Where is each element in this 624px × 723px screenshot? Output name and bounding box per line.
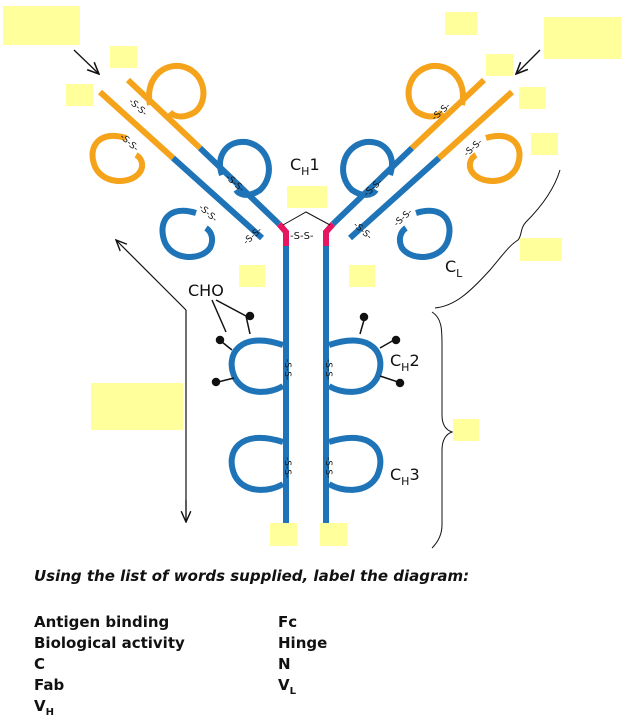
heavy-chain-left	[125, 77, 289, 524]
ch1-label: CH1	[290, 155, 320, 178]
fab-brace	[434, 169, 561, 309]
arrow-antigen-site-right	[516, 49, 541, 74]
fc-brace	[431, 311, 454, 549]
ch2-label: CH2	[390, 351, 420, 374]
heavy-chain-left-upper	[197, 145, 282, 227]
disulfide-ch2-left: -S-S-	[282, 359, 292, 380]
hinge-pointer-lines	[282, 211, 331, 226]
cl-loop-right	[396, 207, 453, 261]
word-c: C	[34, 655, 46, 673]
answer-box-15[interactable]	[270, 523, 297, 546]
answer-box-2[interactable]	[110, 46, 137, 68]
answer-box-12[interactable]	[520, 238, 562, 261]
answer-box-11[interactable]	[349, 265, 375, 287]
answer-box-5[interactable]	[544, 17, 621, 59]
vh-right	[409, 77, 487, 151]
ch2-loop-right	[327, 337, 384, 395]
hinge-left	[276, 222, 289, 246]
ch3-loop-right	[327, 434, 384, 493]
function-arrow-top	[116, 240, 187, 311]
disulfide-ch3-right: -S-S-	[323, 457, 333, 478]
domain-loops	[89, 62, 523, 493]
vl-right	[436, 89, 515, 161]
vh-loop-left	[146, 62, 207, 120]
cho-glycans	[211, 299, 405, 388]
answer-box-16[interactable]	[320, 523, 347, 546]
word-list-right: Fc Hinge N VL	[278, 612, 328, 697]
word-fab: Fab	[34, 676, 65, 694]
light-chain-right	[347, 89, 515, 241]
word-list-left: Antigen binding Biological activity C Fa…	[34, 612, 185, 718]
antibody-diagram: -S-S- -S-S- -S-S- -S-S- -S-S- -S-S- -S-S…	[3, 6, 621, 549]
vh-left	[125, 77, 203, 151]
answer-box-10[interactable]	[239, 265, 265, 287]
word-vl: VL	[278, 676, 296, 697]
ch1-loop-left	[217, 138, 272, 198]
cl-left	[170, 155, 265, 241]
disulfide-cl-right: -S-S-	[392, 207, 414, 229]
word-hinge: Hinge	[278, 634, 328, 652]
heavy-chain-right-upper	[330, 145, 415, 227]
answer-box-7[interactable]	[519, 87, 546, 109]
disulfide-cl-left: -S-S-	[196, 203, 218, 225]
answer-box-9[interactable]	[287, 186, 327, 208]
answer-box-13[interactable]	[91, 383, 183, 430]
light-chain-left	[97, 89, 265, 241]
ch3-loop-left	[228, 434, 285, 493]
vl-loop-right	[466, 132, 523, 185]
word-antigen-binding: Antigen binding	[34, 613, 170, 631]
cl-label: CL	[445, 257, 463, 280]
word-fc: Fc	[278, 613, 298, 631]
arrow-antigen-site-left	[73, 49, 99, 74]
vl-left	[97, 89, 176, 161]
answer-box-14[interactable]	[453, 419, 479, 441]
cho-label: CHO	[188, 281, 224, 300]
hinge-disulfide-bond: -S-S-	[290, 231, 314, 242]
disulfide-ch3-left: -S-S-	[282, 457, 292, 478]
ch2-loop-left	[228, 337, 285, 395]
answer-box-3[interactable]	[66, 84, 93, 106]
instructions-text: Using the list of words supplied, label …	[34, 567, 470, 585]
vh-loop-right	[405, 62, 466, 120]
disulfide-vh-vl-left-2: -S-S-	[118, 132, 140, 154]
answer-box-6[interactable]	[486, 54, 513, 76]
answer-boxes	[3, 6, 621, 546]
cl-loop-left	[159, 207, 216, 261]
word-biological-activity: Biological activity	[34, 634, 185, 652]
ch3-label: CH3	[390, 465, 420, 488]
ch1-loop-right	[340, 138, 395, 198]
word-n: N	[278, 655, 291, 673]
hinge-right	[323, 222, 336, 246]
vl-loop-left	[89, 132, 146, 185]
cl-right	[347, 155, 442, 241]
word-vh: VH	[34, 697, 54, 718]
answer-box-8[interactable]	[531, 133, 558, 155]
heavy-chain-right	[323, 77, 487, 524]
answer-box-4[interactable]	[445, 12, 477, 35]
answer-box-1[interactable]	[3, 6, 80, 45]
disulfide-ch2-right: -S-S-	[323, 359, 333, 380]
